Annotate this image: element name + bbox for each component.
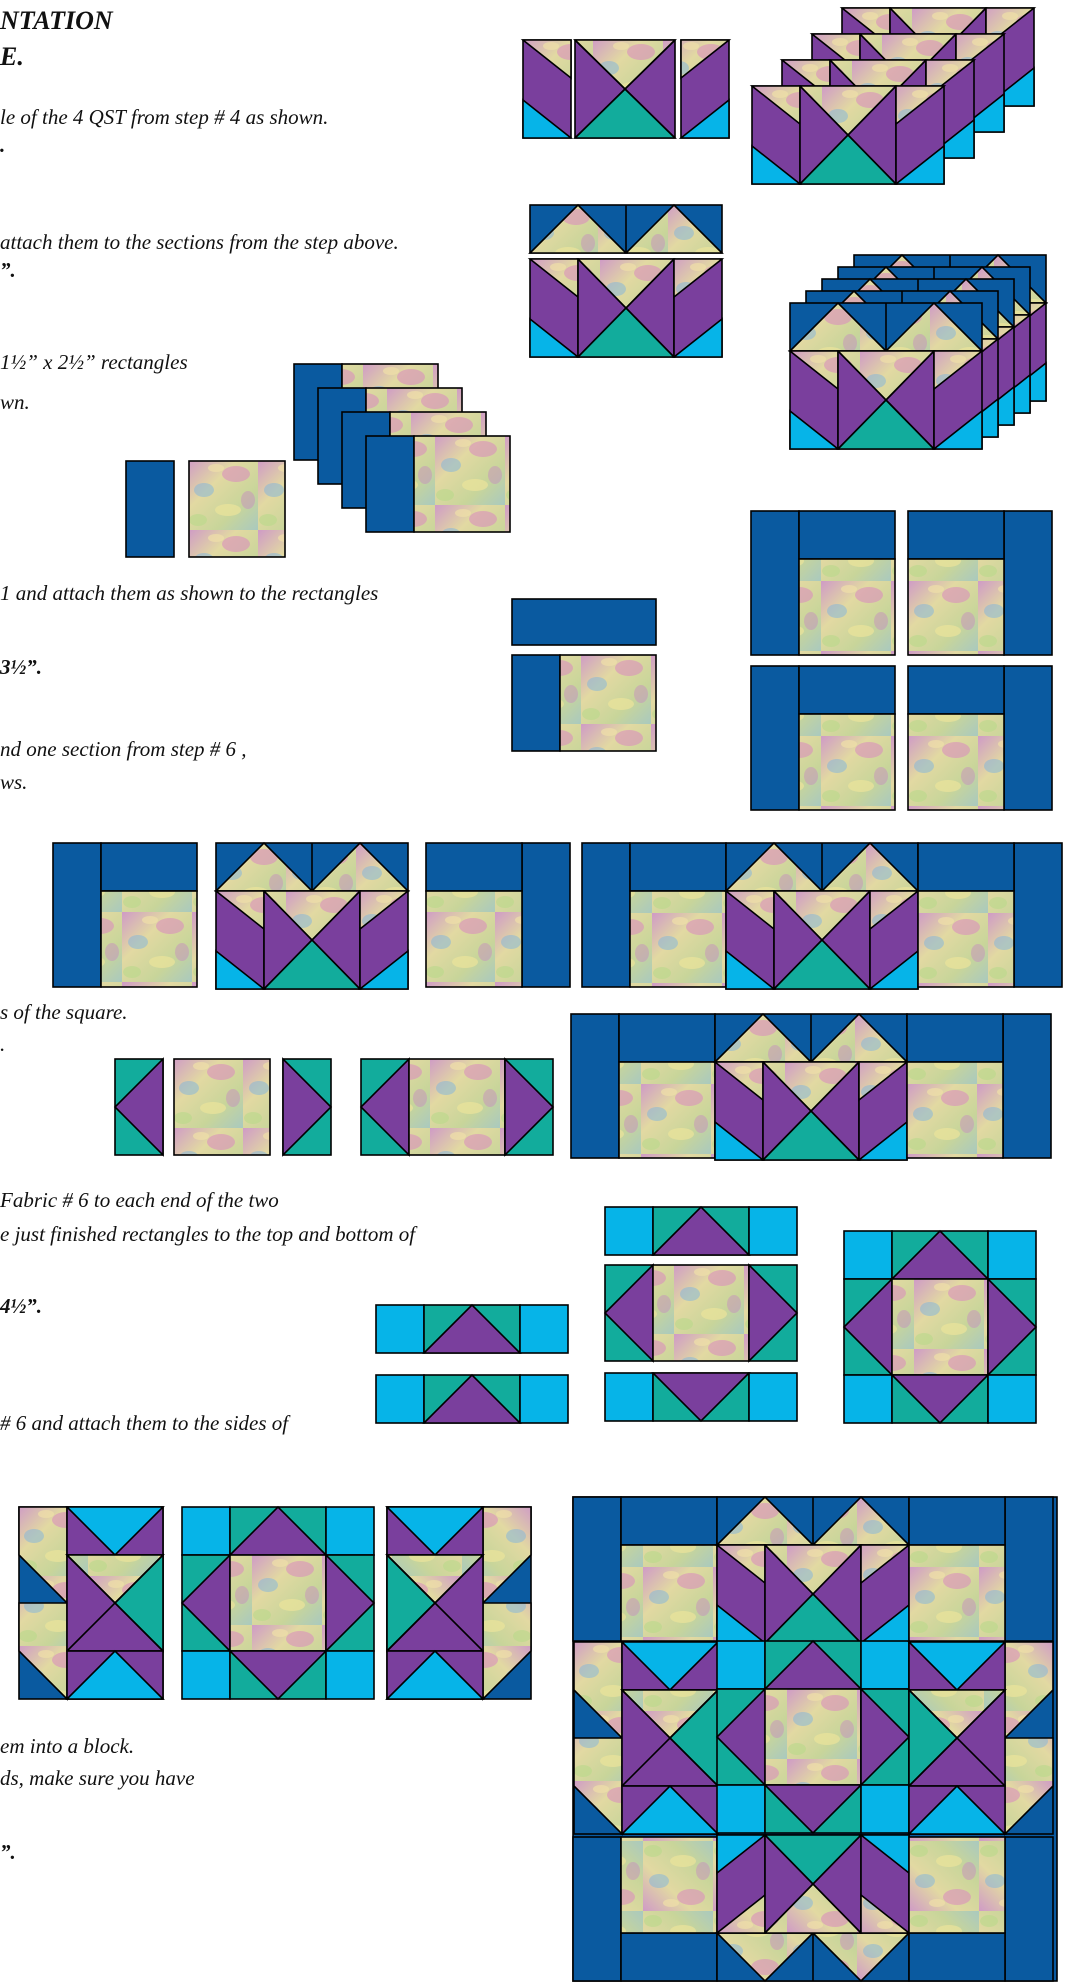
step-8-assembled-row bbox=[581, 842, 1067, 990]
step-9-joined-row bbox=[360, 1058, 560, 1158]
step-12-size: ”. bbox=[0, 1838, 16, 1866]
corner-unit bbox=[918, 843, 1062, 987]
step-5-stacked-sections bbox=[790, 255, 1052, 465]
flying-geese-unit bbox=[216, 843, 408, 891]
corner-unit bbox=[909, 1497, 1053, 1641]
step-9-assembled-top-rows bbox=[570, 1013, 1056, 1161]
step-9-hst-right bbox=[282, 1058, 334, 1158]
qst-row-unit bbox=[790, 351, 982, 449]
corner-unit bbox=[751, 511, 895, 655]
step-5-size: ”. bbox=[0, 256, 16, 284]
corner-unit bbox=[751, 666, 895, 810]
geese-qst-section bbox=[717, 1835, 909, 1981]
step-9-instruction-line-1: s of the square. bbox=[0, 998, 128, 1026]
step-6-floral-square bbox=[188, 460, 288, 560]
geese-qst-section bbox=[790, 303, 982, 449]
side-hst-left bbox=[523, 40, 571, 138]
step-8-instruction-line-1: nd one section from step # 6 , bbox=[0, 735, 247, 763]
step-4-section-diagram bbox=[523, 38, 733, 140]
corner-unit bbox=[571, 1014, 715, 1158]
flying-geese-unit bbox=[726, 843, 918, 891]
side-column-unit bbox=[19, 1507, 163, 1699]
step-10-strip-bottom bbox=[375, 1374, 571, 1426]
flying-geese-unit bbox=[715, 1014, 907, 1062]
corner-unit bbox=[573, 1497, 717, 1641]
side-column-unit bbox=[387, 1507, 531, 1699]
step-12-instruction-line-1: em into a block. bbox=[0, 1732, 134, 1760]
corner-unit bbox=[907, 1014, 1051, 1158]
step-11-left-column bbox=[18, 1506, 168, 1702]
square-in-square-unit bbox=[182, 1507, 374, 1699]
section-heading-line-1: NTATION bbox=[0, 4, 113, 38]
side-column-unit bbox=[909, 1642, 1053, 1834]
qst-row-unit bbox=[717, 1835, 909, 1933]
corner-unit bbox=[909, 1837, 1053, 1981]
step-9-instruction-line-2: . bbox=[0, 1030, 5, 1058]
side-column-unit bbox=[574, 1642, 718, 1834]
step-6-instruction-line-1: 1½” x 2½” rectangles bbox=[0, 348, 188, 376]
final-block-grid bbox=[573, 1497, 1057, 1981]
corner-unit bbox=[908, 511, 1052, 655]
step-4-size: . bbox=[0, 131, 5, 159]
qst-row-unit bbox=[726, 891, 918, 989]
step-10-size: 4½”. bbox=[0, 1292, 42, 1320]
step-9-floral-square bbox=[173, 1058, 273, 1158]
qst-row-unit bbox=[752, 86, 944, 184]
step-8-corner-left bbox=[52, 842, 202, 990]
qst-row-unit bbox=[216, 891, 408, 989]
rectangle-unit bbox=[366, 436, 510, 532]
step-8-instruction-line-2: ws. bbox=[0, 768, 27, 796]
flying-geese-unit bbox=[717, 1497, 909, 1545]
step-10-finished-square bbox=[842, 1230, 1040, 1426]
step-10-strip-top bbox=[375, 1304, 571, 1356]
step-11-right-column bbox=[386, 1506, 536, 1702]
step-6-stacked-rectangles bbox=[293, 363, 515, 535]
step-4-stacked-units bbox=[752, 8, 1032, 213]
section-heading-line-2: E. bbox=[0, 40, 24, 74]
step-7-size: 3½”. bbox=[0, 653, 42, 681]
step-5-instruction: attach them to the sections from the ste… bbox=[0, 228, 399, 256]
step-7-corner-units bbox=[750, 510, 1058, 812]
step-8-center-section bbox=[214, 842, 412, 990]
side-hst-right bbox=[681, 40, 729, 138]
center-row bbox=[530, 259, 722, 357]
flying-geese-unit bbox=[717, 1933, 909, 1981]
step-8-corner-right bbox=[425, 842, 575, 990]
step-7-instruction: 1 and attach them as shown to the rectan… bbox=[0, 579, 378, 607]
step-11-instruction: # 6 and attach them to the sides of bbox=[0, 1409, 288, 1437]
qst-row-unit bbox=[717, 1545, 909, 1643]
square-in-square-unit bbox=[717, 1641, 909, 1833]
step-10-instruction-line-2: e just finished rectangles to the top an… bbox=[0, 1220, 415, 1248]
corner-unit bbox=[908, 666, 1052, 810]
step-9-hst-left bbox=[114, 1058, 166, 1158]
step-5-section-diagram bbox=[528, 203, 724, 361]
step-10-exploded-square bbox=[604, 1206, 800, 1428]
geese-qst-section bbox=[216, 843, 408, 989]
qst-row-unit bbox=[715, 1062, 907, 1160]
geese-qst-section bbox=[715, 1014, 907, 1160]
corner-unit bbox=[582, 843, 726, 987]
step-7-rectangle-unit bbox=[511, 654, 659, 754]
flying-geese-strip bbox=[530, 205, 722, 253]
geese-qst-section bbox=[717, 1497, 909, 1643]
finished-quilt-block bbox=[572, 1496, 1058, 1982]
flying-geese-unit bbox=[790, 303, 982, 351]
step-4-instruction: le of the 4 QST from step # 4 as shown. bbox=[0, 103, 328, 131]
step-10-instruction-line-1: Fabric # 6 to each end of the two bbox=[0, 1186, 279, 1214]
step-11-center-square bbox=[180, 1506, 378, 1702]
square-in-square-unit bbox=[844, 1231, 1036, 1423]
center-qst-unit bbox=[575, 40, 675, 138]
geese-qst-section bbox=[726, 843, 918, 989]
corner-unit bbox=[573, 1837, 717, 1981]
step-12-instruction-line-2: ds, make sure you have bbox=[0, 1764, 195, 1792]
step-6-instruction-line-2: wn. bbox=[0, 388, 30, 416]
step-6-navy-rectangle bbox=[125, 460, 177, 560]
step-7-navy-strip bbox=[511, 598, 659, 648]
